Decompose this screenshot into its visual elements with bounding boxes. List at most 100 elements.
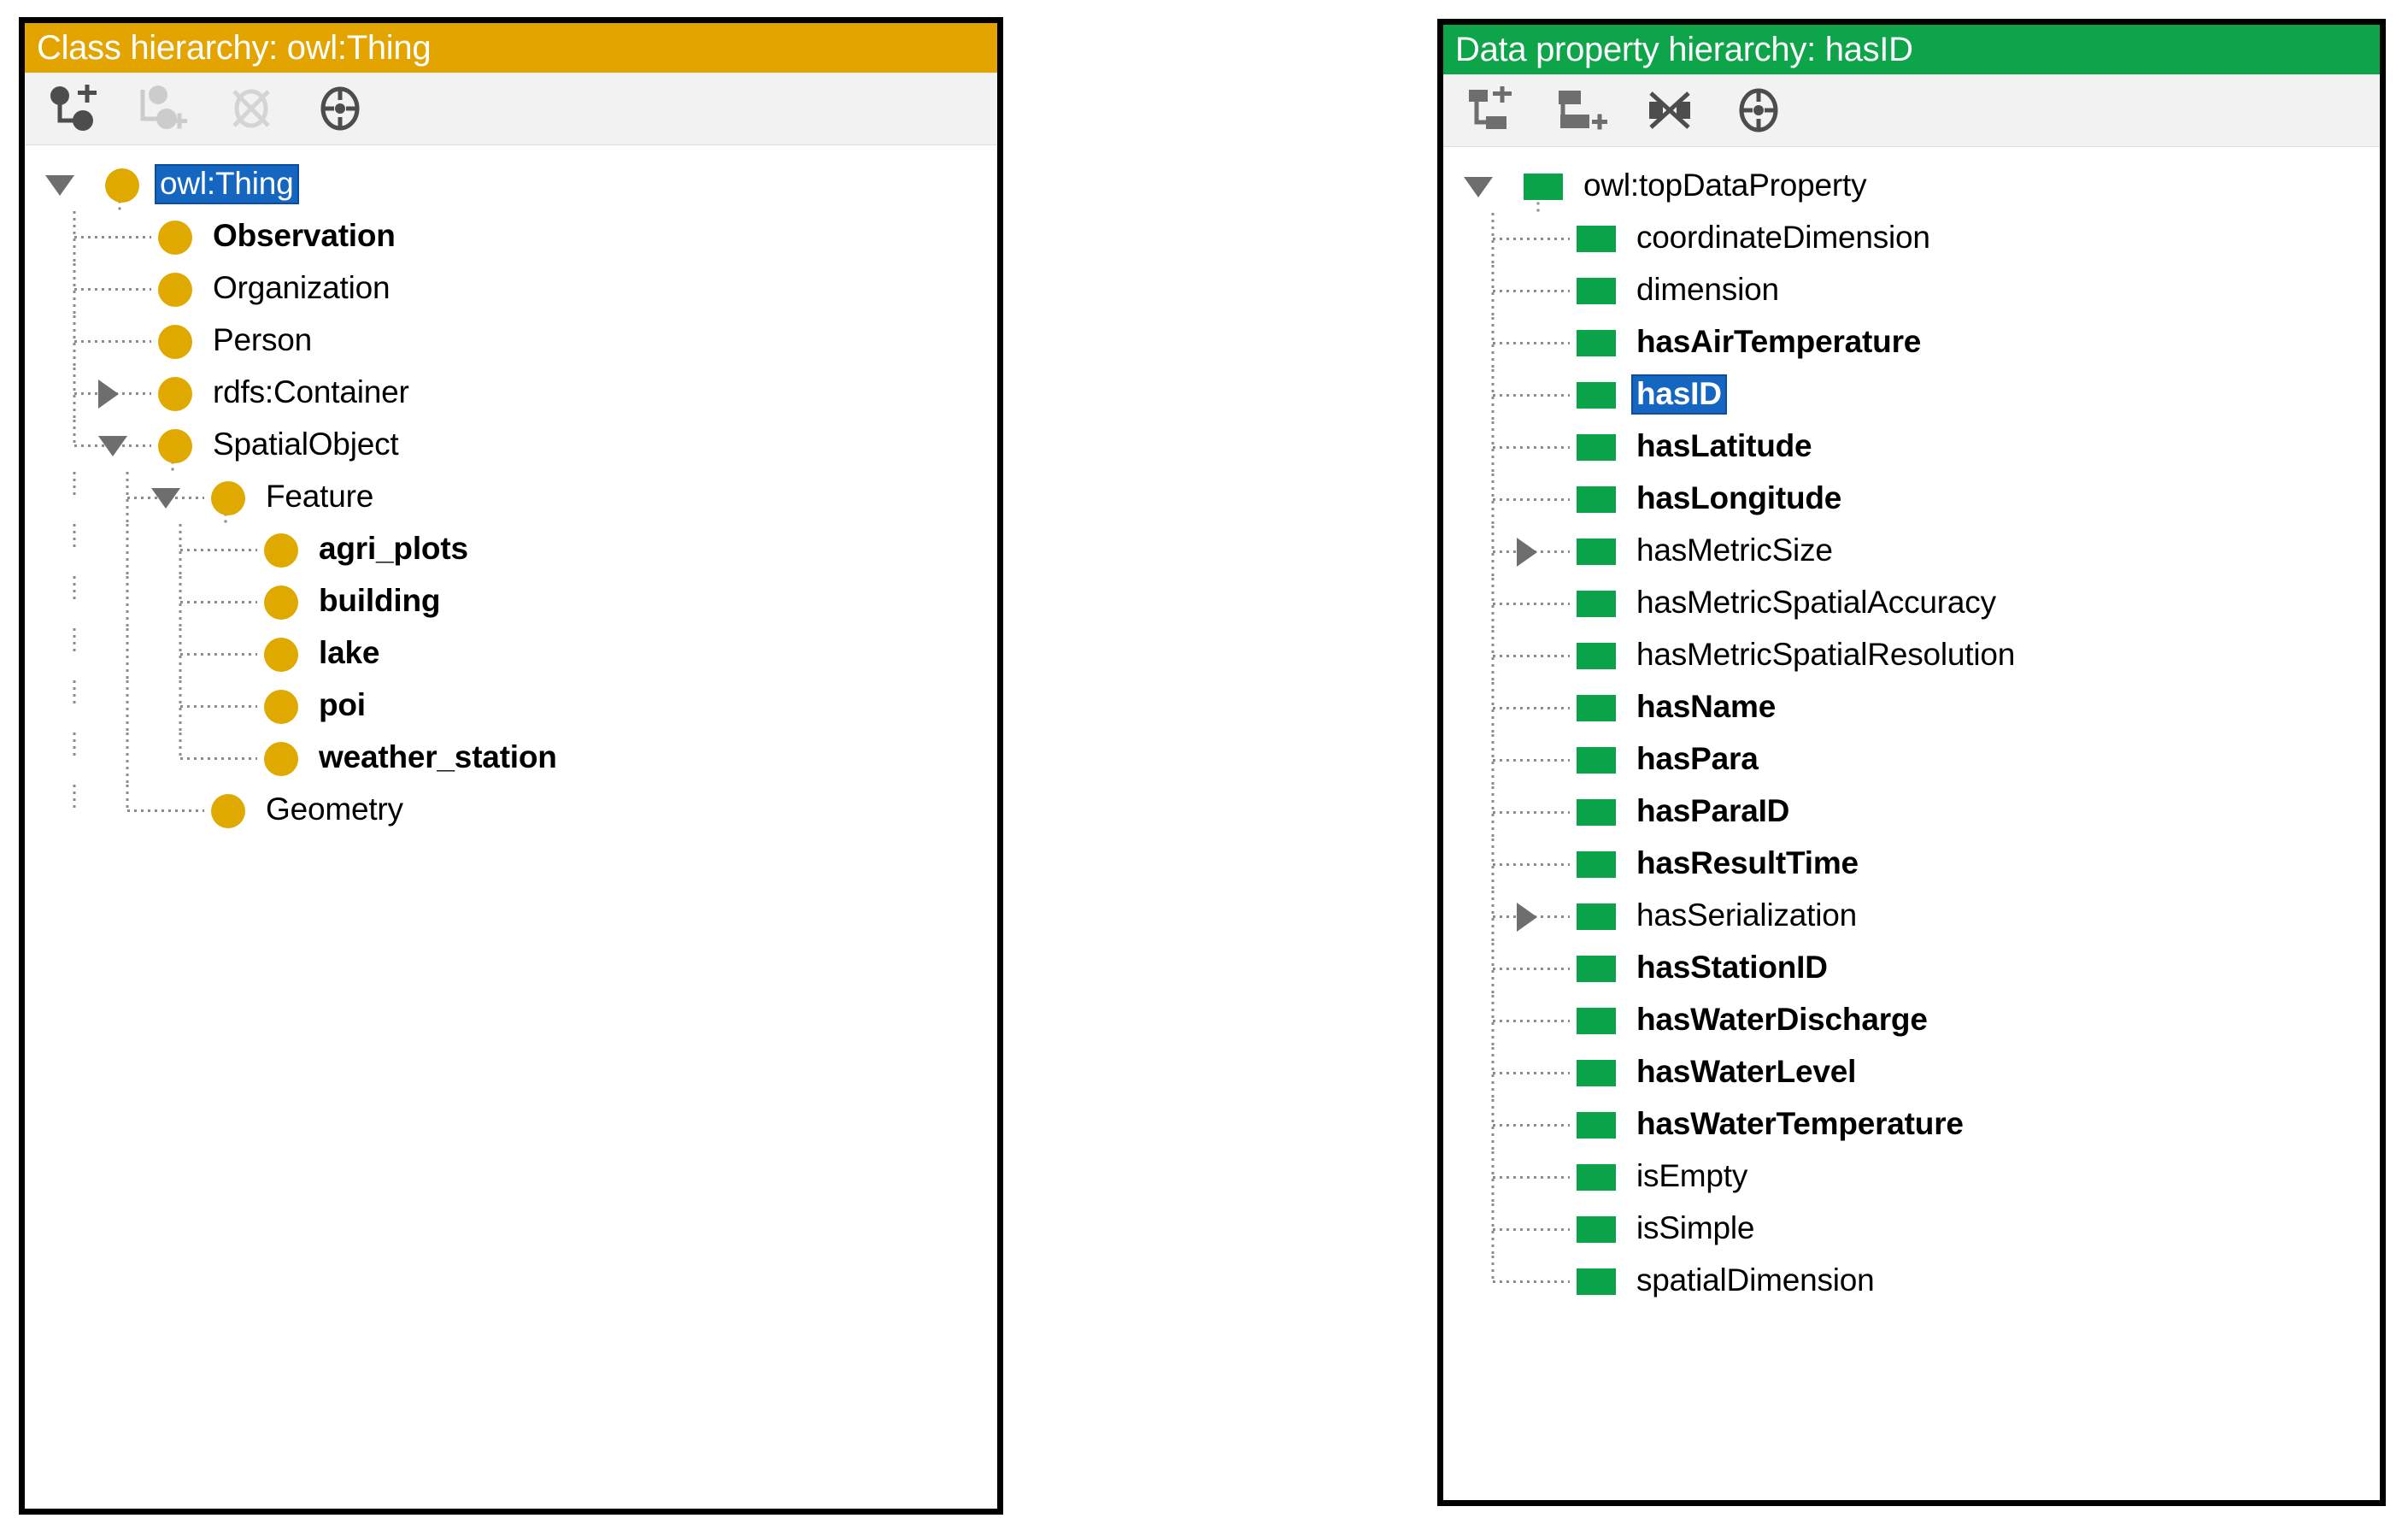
tree-item-label[interactable]: hasResultTime [1636, 845, 1859, 880]
tree-row[interactable]: owl:Thing [25, 159, 997, 211]
tree-item-label[interactable]: spatialDimension [1636, 1262, 1875, 1298]
tree-item-label[interactable]: hasMetricSize [1636, 533, 1833, 568]
target-class-icon[interactable] [307, 80, 373, 137]
tree-item-label[interactable]: owl:topDataProperty [1583, 168, 1867, 203]
class-node-icon [211, 794, 245, 828]
tree-item-label[interactable]: Feature [266, 479, 374, 514]
class-node-icon [211, 481, 245, 515]
tree-item-label[interactable]: coordinateDimension [1636, 220, 1930, 255]
tree-row[interactable]: Person [25, 315, 997, 368]
tree-row[interactable]: isSimple [1443, 1203, 2380, 1256]
class-node-icon [264, 742, 298, 776]
tree-item-label[interactable]: hasMetricSpatialResolution [1636, 637, 2016, 672]
tree-item-label[interactable]: poi [319, 687, 366, 722]
tree-item-label[interactable]: weather_station [319, 739, 557, 774]
data-property-node-icon [1524, 174, 1563, 200]
tree-row[interactable]: rdfs:Container [25, 368, 997, 420]
tree-row[interactable]: owl:topDataProperty [1443, 161, 2380, 213]
tree-row[interactable]: hasStationID [1443, 943, 2380, 995]
tree-row[interactable]: hasWaterLevel [1443, 1047, 2380, 1099]
tree-item-label[interactable]: hasSerialization [1636, 897, 1858, 933]
tree-item-label[interactable]: SpatialObject [213, 427, 399, 462]
tree-item-label[interactable]: hasAirTemperature [1636, 324, 1922, 359]
data-property-hierarchy-toolbar [1443, 74, 2380, 147]
class-node-icon [105, 168, 139, 203]
tree-row[interactable]: hasName [1443, 682, 2380, 734]
delete-class-icon[interactable] [218, 80, 285, 137]
tree-item-label[interactable]: agri_plots [319, 531, 468, 566]
tree-item-label[interactable]: hasName [1636, 689, 1777, 724]
tree-item-label[interactable]: hasWaterDischarge [1636, 1002, 1928, 1037]
add-sibling-property-icon[interactable] [1548, 82, 1614, 138]
tree-row[interactable]: hasResultTime [1443, 839, 2380, 891]
expand-triangle-icon[interactable] [1517, 538, 1537, 567]
data-property-node-icon [1577, 382, 1616, 409]
tree-row[interactable]: lake [25, 628, 997, 680]
expand-triangle-icon[interactable] [98, 380, 119, 409]
tree-row[interactable]: Geometry [25, 785, 997, 837]
tree-row[interactable]: hasParaID [1443, 786, 2380, 839]
tree-row[interactable]: hasSerialization [1443, 891, 2380, 943]
tree-row[interactable]: weather_station [25, 733, 997, 785]
collapse-triangle-icon[interactable] [151, 488, 180, 509]
tree-row[interactable]: spatialDimension [1443, 1256, 2380, 1308]
tree-item-label[interactable]: Observation [213, 218, 396, 253]
tree-item-label[interactable]: hasParaID [1636, 793, 1790, 828]
tree-item-label[interactable]: hasLatitude [1636, 428, 1812, 463]
target-property-icon[interactable] [1725, 82, 1792, 138]
tree-row[interactable]: building [25, 576, 997, 628]
data-property-node-icon [1577, 903, 1616, 930]
tree-item-label[interactable]: Organization [213, 270, 391, 305]
tree-row[interactable]: hasPara [1443, 734, 2380, 786]
data-property-node-icon [1577, 1008, 1616, 1034]
tree-row[interactable]: poi [25, 680, 997, 733]
add-subclass-icon[interactable] [40, 80, 107, 137]
add-sibling-class-icon[interactable] [129, 80, 196, 137]
tree-item-label[interactable]: hasWaterLevel [1636, 1054, 1857, 1089]
tree-row[interactable]: hasAirTemperature [1443, 317, 2380, 369]
tree-row[interactable]: hasMetricSpatialAccuracy [1443, 578, 2380, 630]
tree-row[interactable]: coordinateDimension [1443, 213, 2380, 265]
tree-row[interactable]: Organization [25, 263, 997, 315]
tree-row[interactable]: Observation [25, 211, 997, 263]
tree-item-label[interactable]: Geometry [266, 791, 403, 827]
collapse-triangle-icon[interactable] [45, 175, 74, 196]
expand-triangle-icon[interactable] [1517, 903, 1537, 932]
tree-item-label[interactable]: building [319, 583, 441, 618]
tree-row[interactable]: agri_plots [25, 524, 997, 576]
tree-row[interactable]: dimension [1443, 265, 2380, 317]
class-node-icon [158, 429, 192, 463]
tree-row[interactable]: hasWaterDischarge [1443, 995, 2380, 1047]
tree-item-label[interactable]: dimension [1636, 272, 1779, 307]
tree-row[interactable]: hasLatitude [1443, 421, 2380, 474]
tree-row[interactable]: SpatialObject [25, 420, 997, 472]
tree-row[interactable]: Feature [25, 472, 997, 524]
tree-item-label[interactable]: isSimple [1636, 1210, 1755, 1245]
tree-item-label[interactable]: lake [319, 635, 380, 670]
collapse-triangle-icon[interactable] [98, 436, 127, 456]
tree-item-label[interactable]: hasWaterTemperature [1636, 1106, 1964, 1141]
tree-item-label[interactable]: owl:Thing [155, 164, 299, 204]
add-subproperty-icon[interactable] [1459, 82, 1525, 138]
tree-row[interactable]: hasWaterTemperature [1443, 1099, 2380, 1151]
tree-row[interactable]: hasMetricSpatialResolution [1443, 630, 2380, 682]
data-property-node-icon [1577, 538, 1616, 565]
tree-guide-lines [73, 785, 204, 812]
tree-item-label[interactable]: hasID [1631, 374, 1727, 415]
delete-property-icon[interactable] [1636, 82, 1703, 138]
tree-item-label[interactable]: hasMetricSpatialAccuracy [1636, 585, 1996, 620]
data-property-hierarchy-tree[interactable]: owl:topDataProperty coordinateDimension di… [1443, 147, 2380, 1500]
tree-item-label[interactable]: rdfs:Container [213, 374, 409, 409]
tree-item-label[interactable]: isEmpty [1636, 1158, 1748, 1193]
tree-row[interactable]: hasID [1443, 369, 2380, 421]
tree-item-label[interactable]: hasStationID [1636, 950, 1828, 985]
tree-row[interactable]: isEmpty [1443, 1151, 2380, 1203]
tree-row[interactable]: hasMetricSize [1443, 526, 2380, 578]
tree-row[interactable]: hasLongitude [1443, 474, 2380, 526]
tree-item-label[interactable]: hasPara [1636, 741, 1759, 776]
tree-item-label[interactable]: Person [213, 322, 313, 357]
collapse-triangle-icon[interactable] [1464, 177, 1493, 197]
tree-item-label[interactable]: hasLongitude [1636, 480, 1842, 515]
